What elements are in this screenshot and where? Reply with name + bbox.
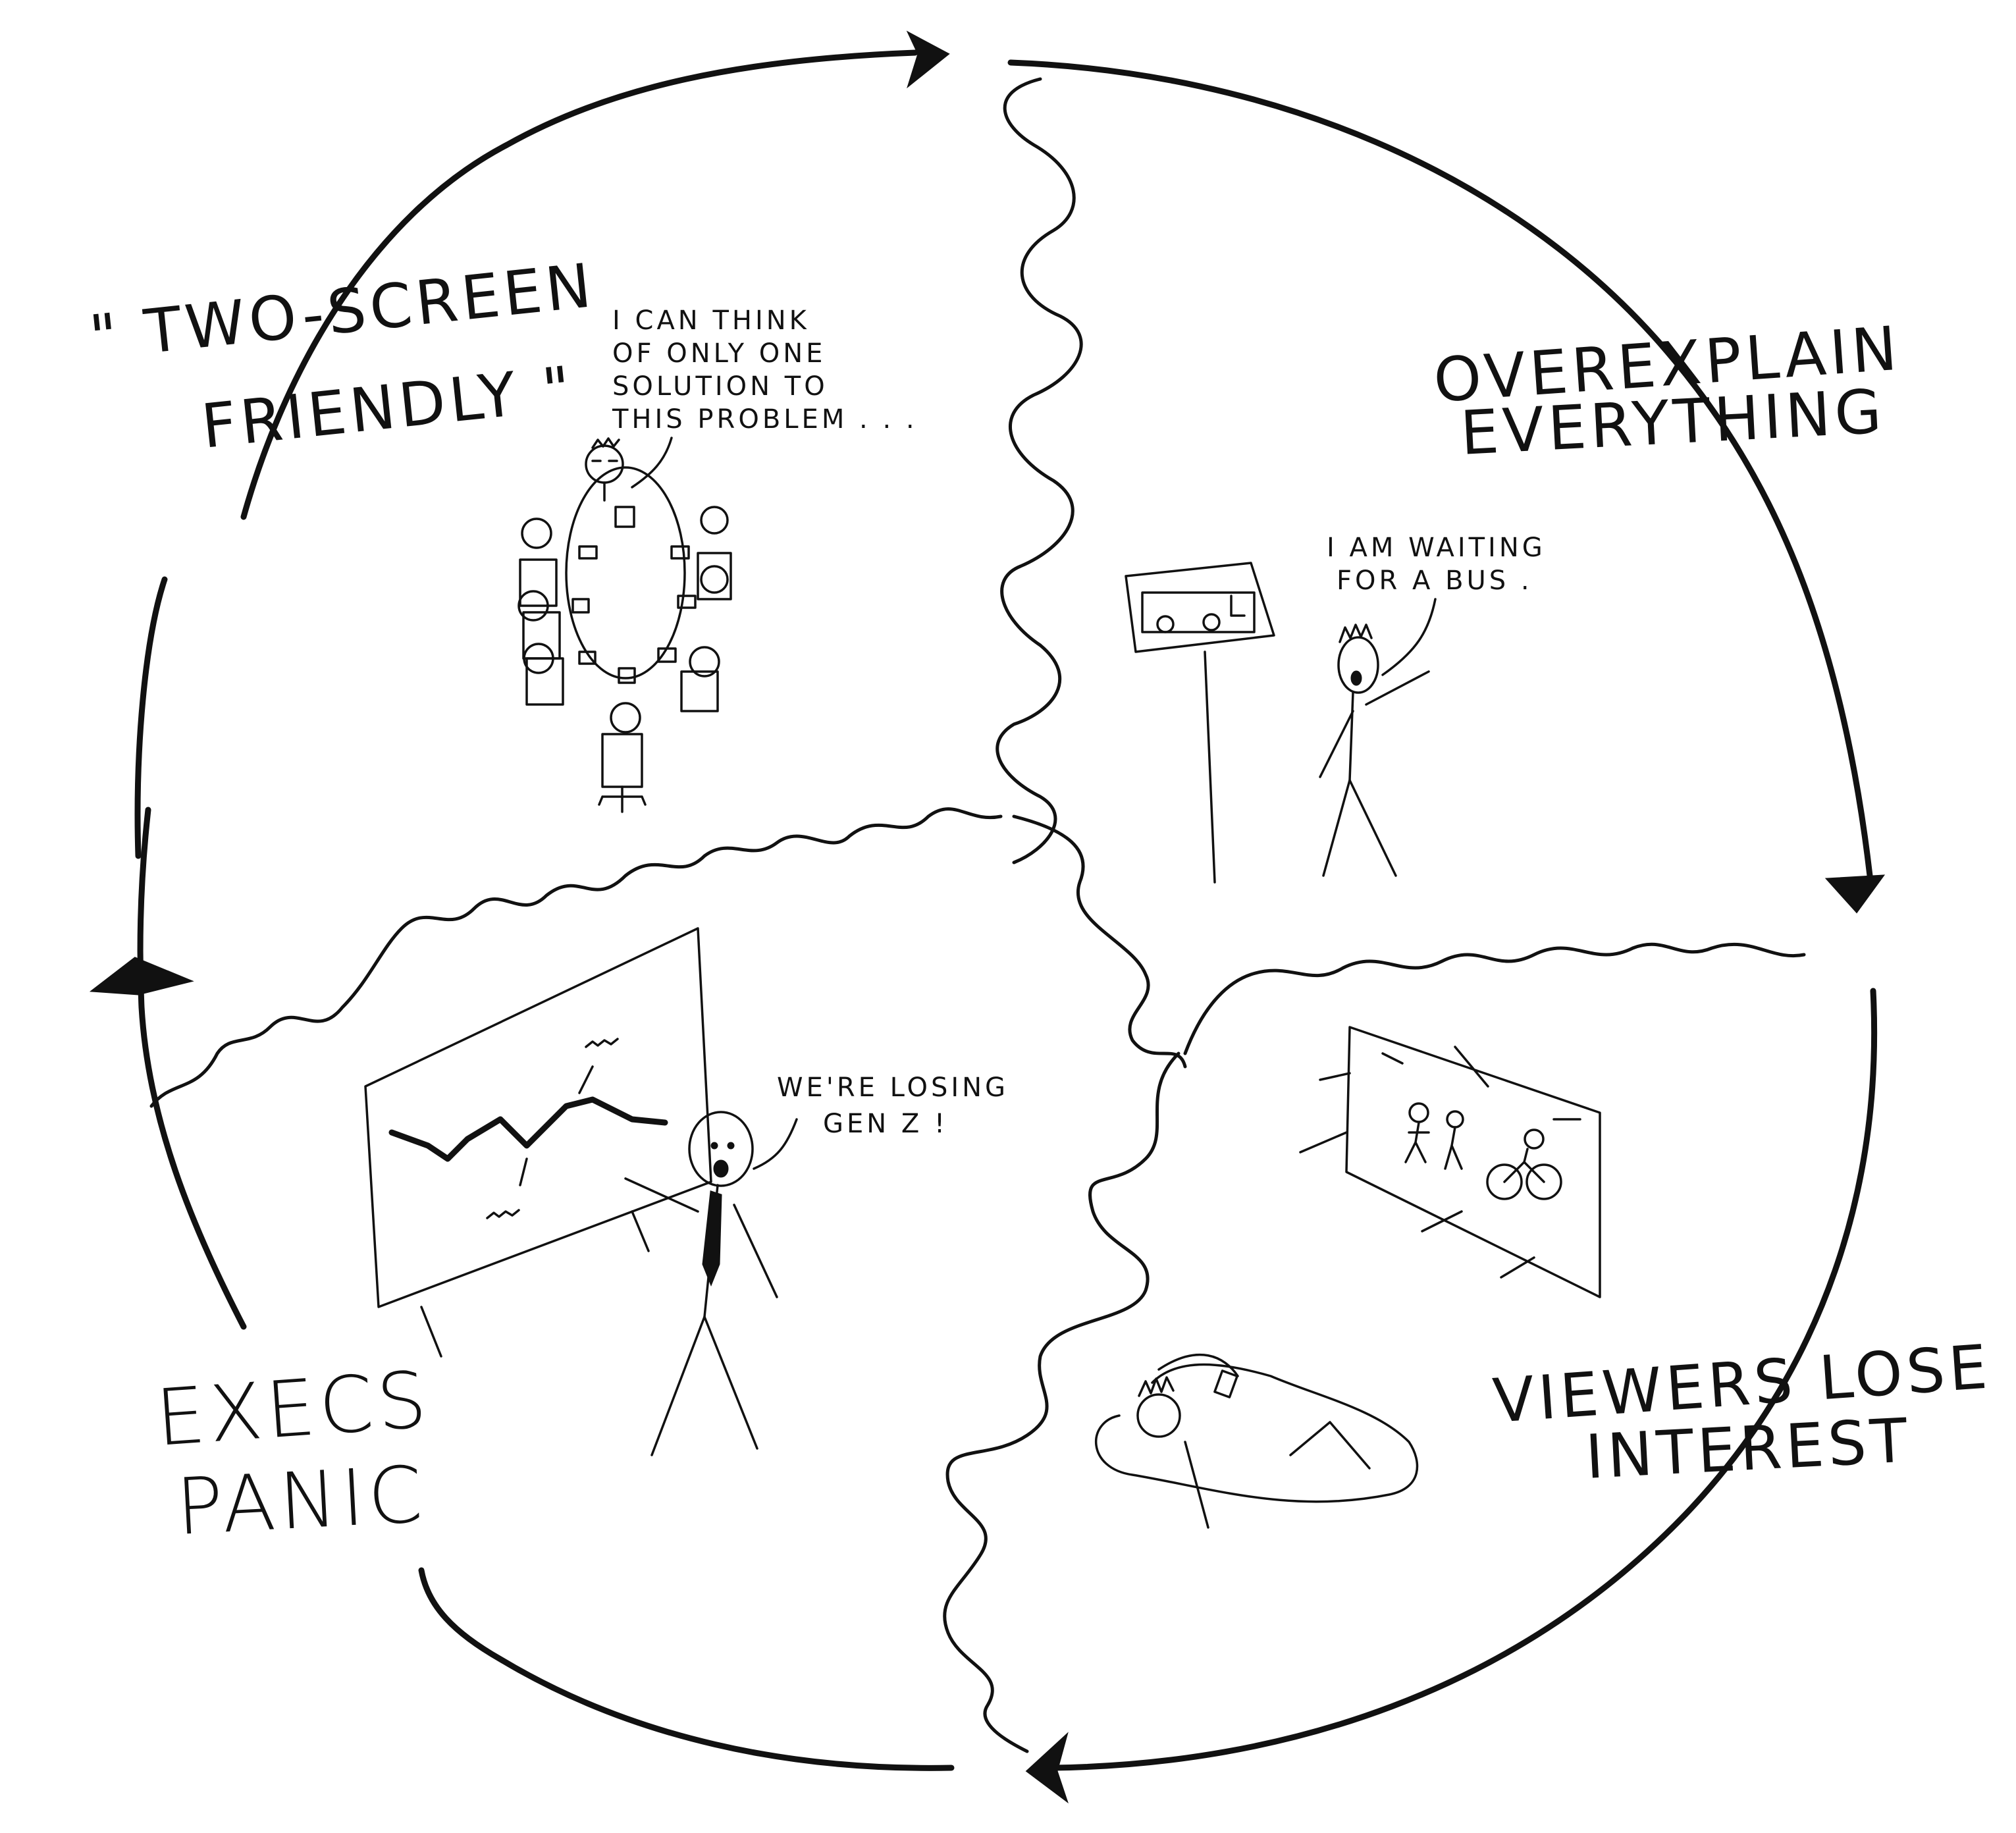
stage-label-overexplain: OVEREXPLAIN EVERYTHING xyxy=(1431,313,1903,469)
arrow-top-icon xyxy=(906,30,950,89)
bus-stop-sketch: I AM WAITING FOR A BUS . xyxy=(1125,533,1546,884)
stage-execs-panic-line2: PANIC xyxy=(174,1448,428,1553)
cycle-arrows xyxy=(89,30,1886,1804)
stage-label-viewers-lose: VIEWERS LOSE INTEREST xyxy=(1491,1331,1993,1493)
arrow-left-icon xyxy=(89,957,194,996)
viewers-sketch xyxy=(1095,1026,1601,1529)
stage-execs-panic-line1: EXECS xyxy=(153,1354,433,1464)
exec-speech-line2: GEN Z ! xyxy=(823,1109,948,1139)
stage-label-two-screen: " TWO-SCREEN FRIENDLY " xyxy=(86,250,598,462)
bus-speech-line2: FOR A BUS . xyxy=(1337,566,1533,596)
stage-two-screen-line2: FRIENDLY " xyxy=(198,353,578,462)
stage-viewers-lose-line2: INTEREST xyxy=(1584,1405,1913,1493)
meeting-speech-line4: THIS PROBLEM . . . xyxy=(612,404,918,435)
stage-two-screen-line1: " TWO-SCREEN xyxy=(86,250,598,373)
exec-speech-line1: WE'RE LOSING xyxy=(777,1073,1009,1103)
meeting-speech: I CAN THINK OF ONLY ONE SOLUTION TO THIS… xyxy=(612,306,918,435)
quadrant-dividers xyxy=(149,77,1806,1753)
exec-speech: WE'RE LOSING GEN Z ! xyxy=(777,1073,1009,1139)
bus-speech: I AM WAITING FOR A BUS . xyxy=(1327,533,1546,596)
cycle-ring xyxy=(134,49,1878,1771)
bus-speech-line1: I AM WAITING xyxy=(1327,533,1546,563)
arrow-bottom-icon xyxy=(1025,1732,1069,1804)
exec-panic-sketch: WE'RE LOSING GEN Z ! xyxy=(364,927,1009,1456)
stage-label-execs-panic: EXECS PANIC xyxy=(153,1354,433,1553)
meeting-speech-line1: I CAN THINK xyxy=(612,306,810,336)
arrow-right-icon xyxy=(1824,874,1886,914)
meeting-speech-line3: SOLUTION TO xyxy=(612,371,828,402)
meeting-speech-line2: OF ONLY ONE xyxy=(612,338,826,369)
meeting-table-sketch: I CAN THINK OF ONLY ONE SOLUTION TO THIS… xyxy=(517,306,918,813)
